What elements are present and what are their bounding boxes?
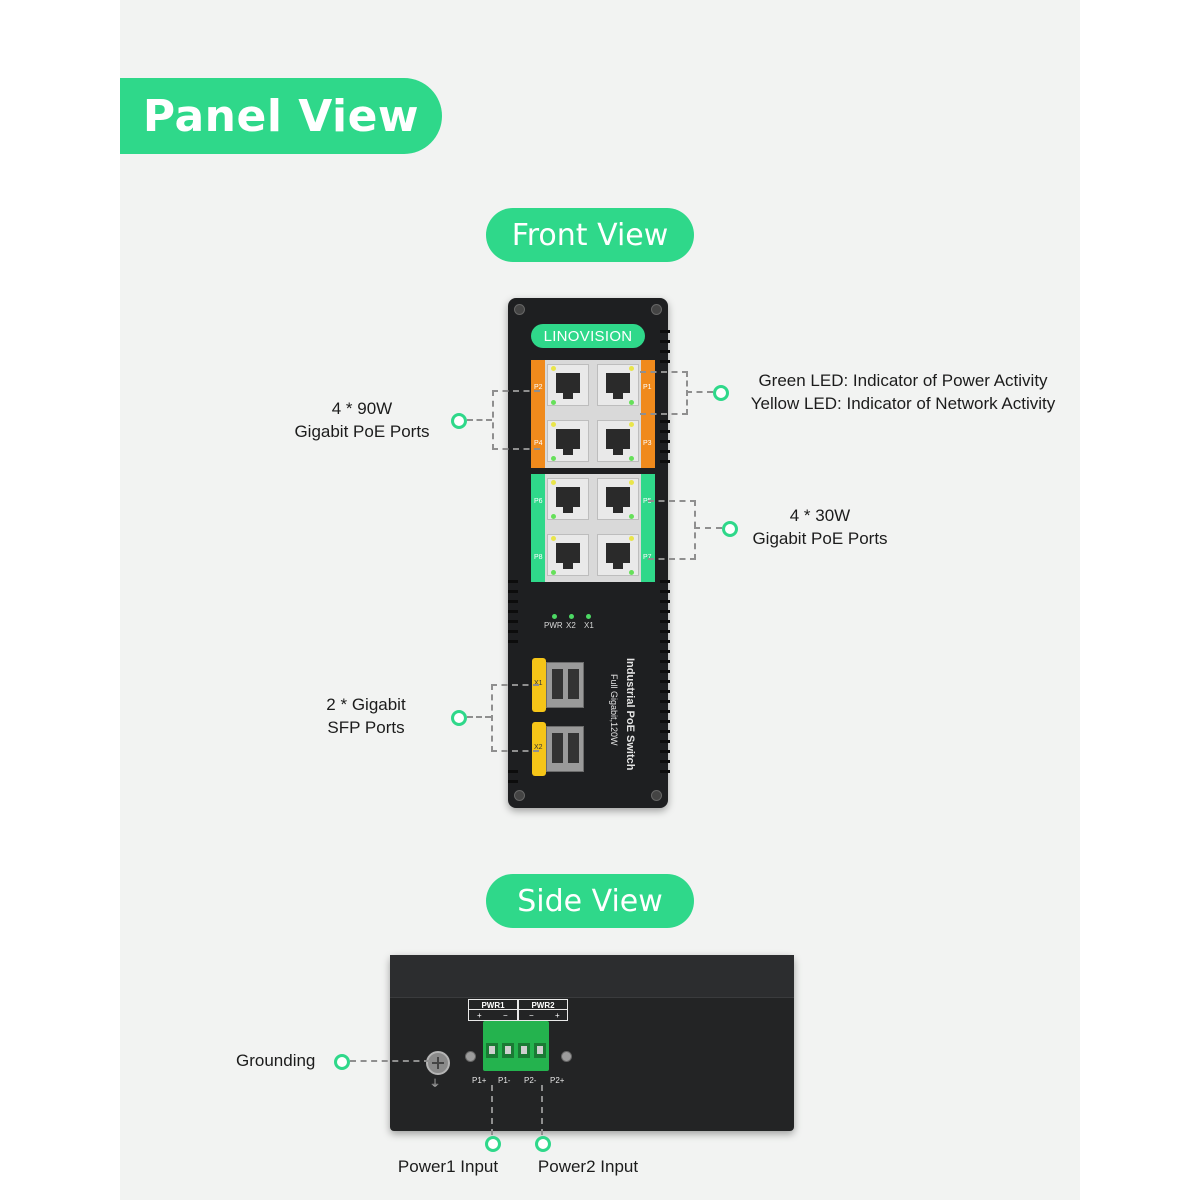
ground-symbol-icon: ⏚	[430, 1079, 440, 1090]
yellow-led-icon	[629, 422, 634, 427]
x1-status-led-icon	[586, 614, 591, 619]
product-name: Industrial PoE Switch	[624, 658, 636, 771]
ethernet-port-p5[interactable]	[597, 478, 639, 520]
sfp-x1-tab	[532, 658, 546, 712]
port-label-p4: P4	[534, 440, 543, 447]
ethernet-port-p4[interactable]	[547, 420, 589, 462]
grounding-callout-label: Grounding	[236, 1051, 316, 1070]
terminal-screw-icon	[561, 1051, 572, 1062]
green-led-icon	[629, 456, 634, 461]
yellow-led-icon	[551, 480, 556, 485]
poe90-port-group: P2 P1 P4 P3	[531, 360, 655, 468]
front-view-title: Front View	[486, 208, 694, 262]
sfp-bracket	[491, 684, 539, 752]
yellow-led-icon	[551, 536, 556, 541]
power2-callout-dot-icon	[535, 1136, 551, 1152]
sfp-x2-tab	[532, 722, 546, 776]
x2-led-label: X2	[566, 621, 576, 630]
x1-led-label: X1	[584, 621, 594, 630]
terminal-slot-p2-minus[interactable]	[518, 1043, 530, 1058]
screw-icon	[514, 790, 525, 801]
poe30-bracket	[648, 500, 696, 560]
sfp-callout-label: 2 * Gigabit SFP Ports	[326, 695, 406, 737]
ethernet-port-p6[interactable]	[547, 478, 589, 520]
side-device: PWR1 + − PWR2 − + P1+ P1- P2- P2+ ⏚	[390, 955, 794, 1131]
screw-icon	[651, 790, 662, 801]
poe30-callout-label: 4 * 30W Gigabit PoE Ports	[752, 506, 888, 548]
ethernet-port-p7[interactable]	[597, 534, 639, 576]
brand-logo: LINOVISION	[531, 324, 645, 348]
terminal-label-p1-plus: P1+	[472, 1076, 487, 1085]
yellow-led-icon	[551, 366, 556, 371]
green-led-icon	[551, 400, 556, 405]
power2-callout-label: Power2 Input	[537, 1157, 639, 1176]
terminal-slot-p1-minus[interactable]	[502, 1043, 514, 1058]
port-label-p1: P1	[643, 384, 652, 391]
green-led-icon	[629, 400, 634, 405]
poe30-left-tab	[531, 474, 545, 582]
sfp-port-x2[interactable]	[546, 726, 584, 772]
poe90-bracket	[492, 390, 540, 450]
sfp-callout-dot-icon	[451, 710, 467, 726]
power1-callout-label: Power1 Input	[397, 1157, 499, 1176]
screw-icon	[514, 304, 525, 315]
ethernet-port-p1[interactable]	[597, 364, 639, 406]
pwr2-label-box: PWR2 − +	[518, 999, 568, 1021]
poe30-port-group: P6 P5 P8 P7	[531, 474, 655, 582]
sfp-port-x1[interactable]	[546, 662, 584, 708]
terminal-slot-p1-plus[interactable]	[486, 1043, 498, 1058]
green-led-icon	[551, 570, 556, 575]
green-led-icon	[551, 514, 556, 519]
power1-callout-dot-icon	[485, 1136, 501, 1152]
pwr-status-led-icon	[552, 614, 557, 619]
poe90-callout-dot-icon	[451, 413, 467, 429]
terminal-label-p2-plus: P2+	[550, 1076, 565, 1085]
ethernet-port-p2[interactable]	[547, 364, 589, 406]
front-device: LINOVISION P2 P1 P4 P3 P6 P5 P8 P7	[508, 298, 668, 808]
port-label-p5: P5	[643, 498, 652, 505]
terminal-slot-p2-plus[interactable]	[534, 1043, 546, 1058]
port-label-p2: P2	[534, 384, 543, 391]
sfp-label-x1: X1	[534, 680, 543, 687]
pwr1-label-box: PWR1 + −	[468, 999, 518, 1021]
yellow-led-icon	[551, 422, 556, 427]
screw-icon	[651, 304, 662, 315]
poe90-left-tab	[531, 360, 545, 468]
yellow-led-icon	[629, 480, 634, 485]
green-led-icon	[629, 570, 634, 575]
terminal-label-p1-minus: P1-	[498, 1076, 511, 1085]
power-terminal-block[interactable]	[483, 1021, 549, 1071]
poe30-callout-dot-icon	[722, 521, 738, 537]
x2-status-led-icon	[569, 614, 574, 619]
sfp-label-x2: X2	[534, 744, 543, 751]
green-led-icon	[551, 456, 556, 461]
ethernet-port-p3[interactable]	[597, 420, 639, 462]
side-view-title: Side View	[486, 874, 694, 928]
yellow-led-icon	[629, 536, 634, 541]
grounding-screw-icon[interactable]	[426, 1051, 450, 1075]
grounding-callout-dot-icon	[334, 1054, 350, 1070]
terminal-label-p2-minus: P2-	[524, 1076, 537, 1085]
led-callout-dot-icon	[713, 385, 729, 401]
poe90-callout-label: 4 * 90W Gigabit PoE Ports	[294, 399, 430, 441]
terminal-screw-icon	[465, 1051, 476, 1062]
green-led-icon	[629, 514, 634, 519]
port-label-p6: P6	[534, 498, 543, 505]
product-spec: Full Gigabit,120W	[609, 674, 619, 746]
panel-view-title: Panel View	[120, 78, 442, 154]
port-label-p8: P8	[534, 554, 543, 561]
ethernet-port-p8[interactable]	[547, 534, 589, 576]
pwr-led-label: PWR	[544, 621, 563, 630]
port-label-p3: P3	[643, 440, 652, 447]
yellow-led-icon	[629, 366, 634, 371]
led-bracket	[640, 371, 688, 415]
led-callout-label: Green LED: Indicator of Power Activity Y…	[750, 371, 1056, 413]
port-label-p7: P7	[643, 554, 652, 561]
